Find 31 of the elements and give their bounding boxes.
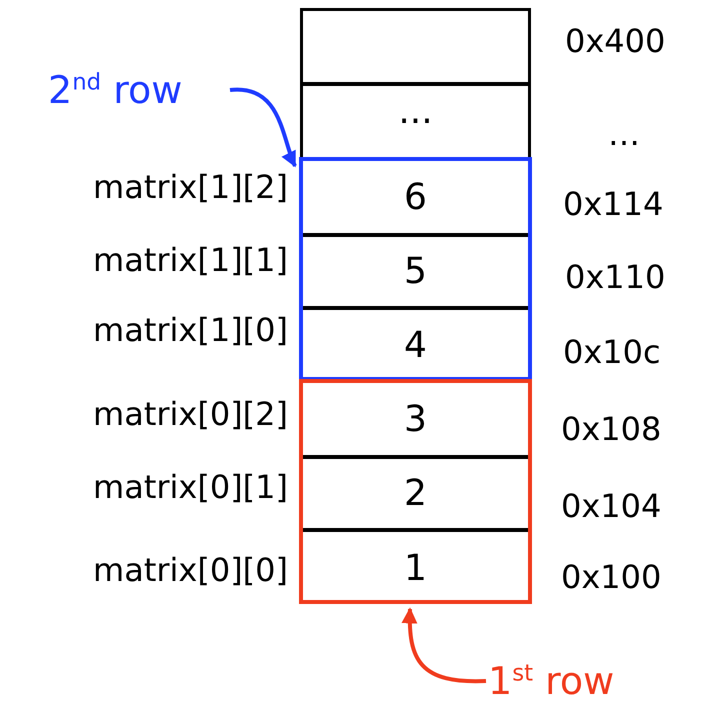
cell-value: 1	[404, 548, 427, 588]
element-label: matrix[0][0]	[93, 551, 288, 589]
address-label: 0x400	[565, 22, 666, 60]
cell-value: ...	[398, 91, 433, 132]
element-label: matrix[1][0]	[93, 311, 288, 349]
element-label: matrix[1][2]	[93, 168, 288, 206]
cell-value: 6	[404, 176, 427, 218]
row-caption: 2$^{nd}$ row	[48, 68, 182, 112]
cell-value: 5	[404, 251, 427, 292]
element-label: matrix[0][1]	[93, 468, 288, 506]
arrow	[230, 88, 297, 168]
cell-value: 4	[404, 325, 427, 366]
arrow	[402, 607, 486, 684]
element-label: matrix[1][1]	[93, 241, 288, 279]
memory-cell	[300, 83, 531, 160]
cell-value: 2	[404, 473, 427, 514]
memory-cell	[303, 234, 528, 309]
cell-value: 3	[404, 398, 427, 440]
row-group-outline	[299, 379, 532, 604]
element-label: matrix[0][2]	[93, 395, 288, 433]
address-label: 0x110	[565, 258, 666, 296]
memory-cell	[303, 456, 528, 531]
address-label: 0x100	[561, 558, 662, 596]
address-label: …	[608, 115, 640, 153]
address-label: 0x10c	[563, 333, 661, 371]
memory-cell	[300, 8, 531, 85]
address-label: 0x114	[563, 185, 664, 223]
row-caption: 1$^{st}$ row	[488, 659, 614, 701]
address-label: 0x108	[561, 410, 662, 448]
row-group-outline	[299, 157, 532, 381]
address-label: 0x104	[561, 487, 662, 525]
